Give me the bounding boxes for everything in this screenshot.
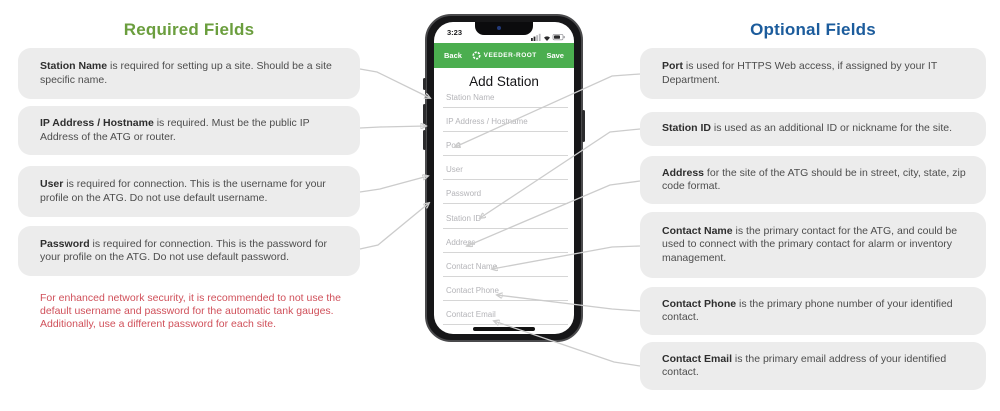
- phone-mockup: 3:23: [423, 14, 585, 342]
- callout-contact-phone: Contact Phone is the primary phone numbe…: [640, 287, 986, 335]
- contact-name-field[interactable]: Contact Name: [434, 253, 574, 277]
- camera-icon: [497, 26, 502, 30]
- status-time: 3:23: [447, 28, 463, 37]
- callout-text: is required for connection. This is the …: [40, 237, 327, 264]
- connector-user: [359, 176, 428, 193]
- battery-icon: [552, 34, 565, 41]
- notch: [475, 22, 533, 35]
- required-fields-title: Required Fields: [123, 20, 255, 39]
- field-placeholder: Contact Email: [446, 309, 496, 319]
- port-field[interactable]: Port: [434, 132, 574, 157]
- cellular-signal-icon: [531, 33, 541, 41]
- callout-contact-email: Contact Email is the primary email addre…: [640, 342, 986, 390]
- field-placeholder: User: [446, 165, 463, 175]
- power-button: [582, 110, 585, 142]
- callout-station-name: Station Name is required for setting up …: [18, 48, 360, 99]
- field-placeholder: Contact Name: [446, 261, 498, 271]
- callout-station-id: Station ID is used as an additional ID o…: [640, 112, 986, 146]
- callout-text: is the primary email address of your ide…: [662, 352, 947, 379]
- app-navbar: Back VEEDER-ROOT Save: [434, 43, 574, 68]
- password-field[interactable]: Password: [434, 180, 574, 205]
- field-placeholder: IP Address / Hostname: [446, 117, 528, 127]
- volume-down-button: [423, 130, 426, 150]
- station-id-field[interactable]: Station ID: [434, 204, 574, 229]
- callout-password: Password is required for connection. Thi…: [18, 226, 360, 276]
- callout-lead: Contact Email: [662, 352, 733, 365]
- callout-lead: IP Address / Hostname: [40, 117, 154, 129]
- brand-name: VEEDER-ROOT: [483, 52, 537, 59]
- field-placeholder: Station Name: [446, 93, 495, 103]
- connector-password: [359, 203, 429, 250]
- callout-text: is required. Must be the public IP Addre…: [40, 117, 310, 143]
- ip-address-field[interactable]: IP Address / Hostname: [434, 108, 574, 133]
- callout-text: is used for HTTPS Web access, if assigne…: [662, 60, 938, 86]
- callout-lead: Station Name: [40, 60, 108, 72]
- callout-text: is the primary contact for the ATG, and …: [662, 224, 958, 264]
- contact-email-field[interactable]: Contact Email: [434, 301, 574, 326]
- callout-address: Address for the site of the ATG should b…: [640, 156, 986, 204]
- callout-lead: User: [40, 178, 64, 190]
- field-placeholder: Port: [446, 141, 461, 151]
- optional-fields-title: Optional Fields: [750, 20, 876, 39]
- callout-ip-address: IP Address / Hostname is required. Must …: [18, 106, 360, 155]
- veeder-root-gear-logo-icon: [472, 51, 481, 60]
- station-name-field[interactable]: Station Name: [434, 84, 574, 109]
- mute-switch: [423, 78, 426, 90]
- callout-text: is used as an additional ID or nickname …: [711, 122, 953, 135]
- callout-text: is required for setting up a site. Shoul…: [40, 60, 332, 86]
- field-placeholder: Address: [446, 237, 476, 247]
- field-placeholder: Password: [446, 189, 482, 199]
- callout-port: Port is used for HTTPS Web access, if as…: [640, 48, 986, 99]
- callout-user: User is required for connection. This is…: [18, 166, 360, 217]
- form-fields: Station Name IP Address / Hostname Port …: [434, 84, 574, 326]
- user-field[interactable]: User: [434, 156, 574, 181]
- save-button[interactable]: Save: [546, 51, 564, 60]
- callout-text: is required for connection. This is the …: [40, 178, 326, 204]
- phone-screen: 3:23: [434, 22, 574, 334]
- security-note: For enhanced network security, it is rec…: [40, 292, 341, 330]
- connector-ip-address: [359, 126, 426, 128]
- wifi-icon: [544, 36, 550, 41]
- volume-up-button: [423, 104, 426, 124]
- callout-lead: Password: [40, 237, 90, 250]
- address-field[interactable]: Address: [434, 229, 574, 253]
- home-indicator: [473, 327, 535, 331]
- connector-station-name: [359, 68, 430, 98]
- callout-lead: Station ID: [662, 122, 711, 135]
- contact-phone-field[interactable]: Contact Phone: [434, 277, 574, 301]
- field-placeholder: Contact Phone: [446, 285, 499, 295]
- back-button[interactable]: Back: [444, 51, 462, 60]
- callout-text: is the primary phone number of your iden…: [662, 297, 953, 324]
- status-bar: 3:23: [434, 22, 574, 43]
- callout-lead: Address: [662, 166, 705, 179]
- callout-lead: Contact Name: [662, 224, 733, 237]
- callout-text: for the site of the ATG should be in str…: [662, 166, 966, 193]
- field-placeholder: Station ID: [446, 213, 482, 223]
- callout-lead: Port: [662, 60, 683, 72]
- callout-contact-name: Contact Name is the primary contact for …: [640, 212, 986, 278]
- callout-lead: Contact Phone: [662, 297, 737, 310]
